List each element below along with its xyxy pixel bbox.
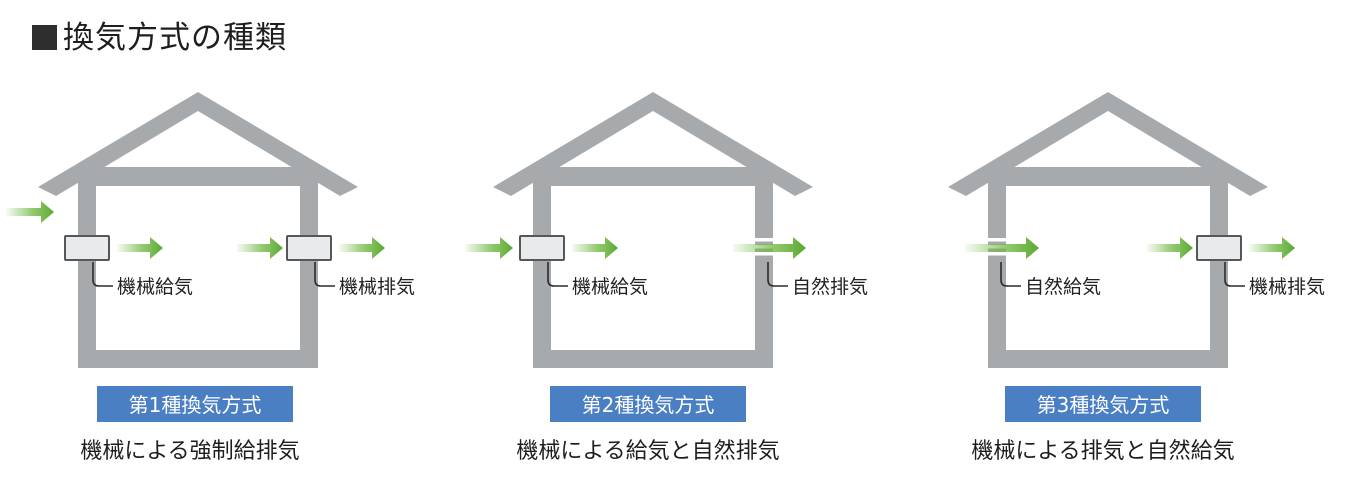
supply-leader-line — [1000, 262, 1021, 287]
house-roof — [948, 92, 1268, 196]
supply-label: 自然給気 — [1025, 276, 1101, 298]
type-description: 機械による給気と自然排気 — [516, 439, 779, 464]
exhaust-leader-line — [1224, 262, 1245, 287]
type-badge — [1005, 386, 1201, 422]
opening-gap — [749, 252, 779, 256]
natural-supply-arrow-icon — [965, 237, 1039, 259]
opening-gap — [982, 252, 1012, 256]
house-roof — [38, 92, 358, 196]
opening-gap — [982, 238, 1012, 242]
exhaust-vent — [1196, 235, 1242, 261]
house-ceiling-beam — [994, 167, 1222, 185]
house-room-interior — [96, 186, 300, 350]
supply-vent — [519, 235, 565, 261]
exhaust-leader-line — [314, 262, 335, 287]
house-roof — [493, 92, 813, 196]
exhaust-label: 機械排気 — [1249, 276, 1325, 298]
incoming-airflow-arrow-icon — [465, 237, 513, 259]
type-badge-label: 第2種換気方式 — [582, 393, 715, 417]
supply-airflow-arrow-icon — [572, 237, 618, 259]
exhaust-airflow-arrow-icon — [1249, 237, 1295, 259]
exhaust-label: 自然排気 — [792, 276, 868, 298]
page-title: 換気方式の種類 — [32, 18, 287, 58]
house-room-interior — [1006, 186, 1210, 350]
type-badge-label: 第3種換気方式 — [1037, 393, 1170, 417]
type-description: 機械による強制給排気 — [80, 439, 299, 464]
supply-leader-line — [547, 262, 568, 287]
house-ceiling-beam — [84, 167, 312, 185]
exhaust-approach-arrow-icon — [1147, 237, 1193, 259]
supply-label: 機械給気 — [117, 276, 193, 298]
title-square-icon — [32, 25, 57, 50]
exhaust-leader-line — [767, 262, 788, 287]
supply-vent — [64, 235, 110, 261]
house-ceiling-beam — [539, 167, 767, 185]
house-attic — [113, 118, 283, 167]
incoming-airflow-arrow-icon — [6, 201, 54, 223]
house-attic — [1023, 118, 1193, 167]
house-attic — [568, 118, 738, 167]
opening-gap — [749, 238, 779, 242]
type-badge-label: 第1種換気方式 — [129, 393, 262, 417]
type-badge — [550, 386, 746, 422]
exhaust-airflow-arrow-icon — [339, 237, 385, 259]
supply-airflow-arrow-icon — [117, 237, 163, 259]
exhaust-vent — [286, 235, 332, 261]
exhaust-label: 機械排気 — [339, 276, 415, 298]
supply-leader-line — [92, 262, 113, 287]
natural-exhaust-arrow-icon — [732, 237, 806, 259]
page-title-text: 換気方式の種類 — [63, 20, 287, 56]
type-description: 機械による排気と自然給気 — [971, 439, 1234, 464]
type-badge — [97, 386, 293, 422]
house-room-interior — [551, 186, 755, 350]
supply-label: 機械給気 — [572, 276, 648, 298]
exhaust-approach-arrow-icon — [237, 237, 283, 259]
